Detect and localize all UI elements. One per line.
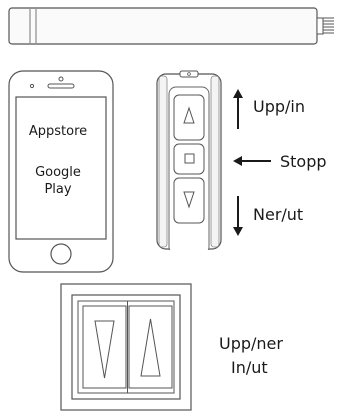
phone-google-label: Google <box>35 165 81 180</box>
tube-motor <box>8 7 334 45</box>
stop-label: Stopp <box>280 152 327 171</box>
up-arrow-icon <box>233 89 243 129</box>
phone-appstore-label: Appstore <box>28 124 88 139</box>
smartphone-icon <box>8 70 114 273</box>
phone-play-label: Play <box>44 182 72 197</box>
left-arrow-icon <box>233 156 271 166</box>
remote-control <box>156 70 222 250</box>
switch-label-up-down: Upp/ner <box>219 334 283 353</box>
up-label: Upp/in <box>253 97 305 116</box>
down-arrow-icon <box>233 196 243 236</box>
down-label: Ner/ut <box>253 205 304 224</box>
wall-switch <box>60 283 192 411</box>
switch-label-in-out: In/ut <box>231 358 268 377</box>
